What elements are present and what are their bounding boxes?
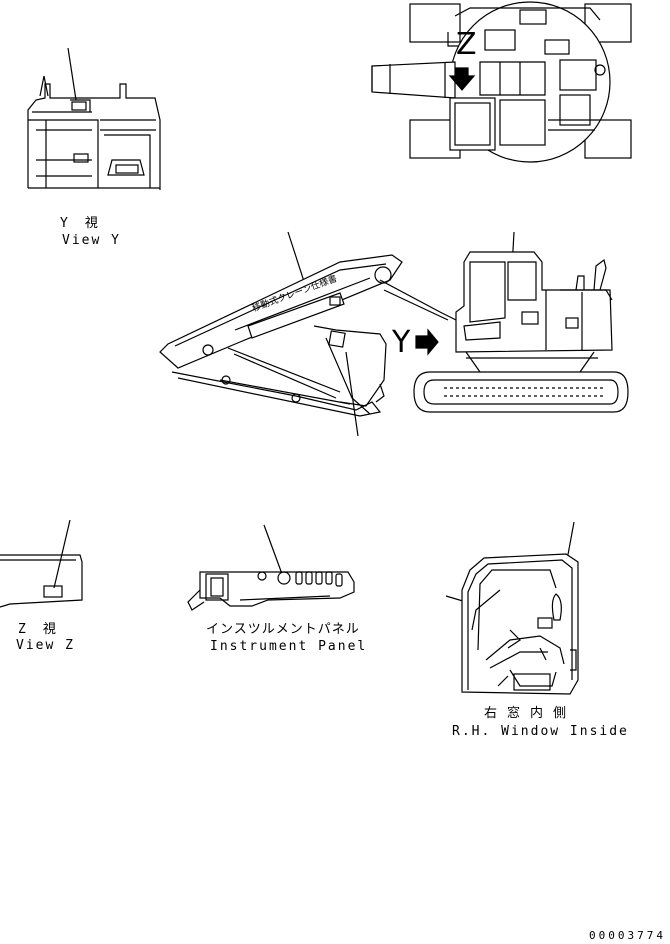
instrument-panel-label-ja: インスツルメントパネル xyxy=(206,622,360,637)
view-y-drawing xyxy=(27,47,161,190)
rh-window-label-ja: 右窓内側 xyxy=(484,706,577,721)
instrument-panel-label-en: Instrument Panel xyxy=(210,639,368,654)
instrument-panel-drawing xyxy=(187,524,355,611)
z-marker: Z xyxy=(456,27,477,62)
top-view-drawing xyxy=(371,1,632,163)
view-z-label-ja: Z 視 xyxy=(18,622,58,637)
y-marker: Y xyxy=(392,325,411,360)
document-number: 00003774 xyxy=(589,929,666,942)
rh-window-label-en: R.H. Window Inside xyxy=(452,724,629,739)
view-z-label-en: View Z xyxy=(16,638,75,653)
excavator-side-view xyxy=(159,231,629,437)
view-y-label-en: View Y xyxy=(62,233,121,248)
view-z-drawing xyxy=(0,519,83,608)
view-y-label-ja: Y 視 xyxy=(60,216,100,231)
rh-window-drawing xyxy=(445,521,579,695)
